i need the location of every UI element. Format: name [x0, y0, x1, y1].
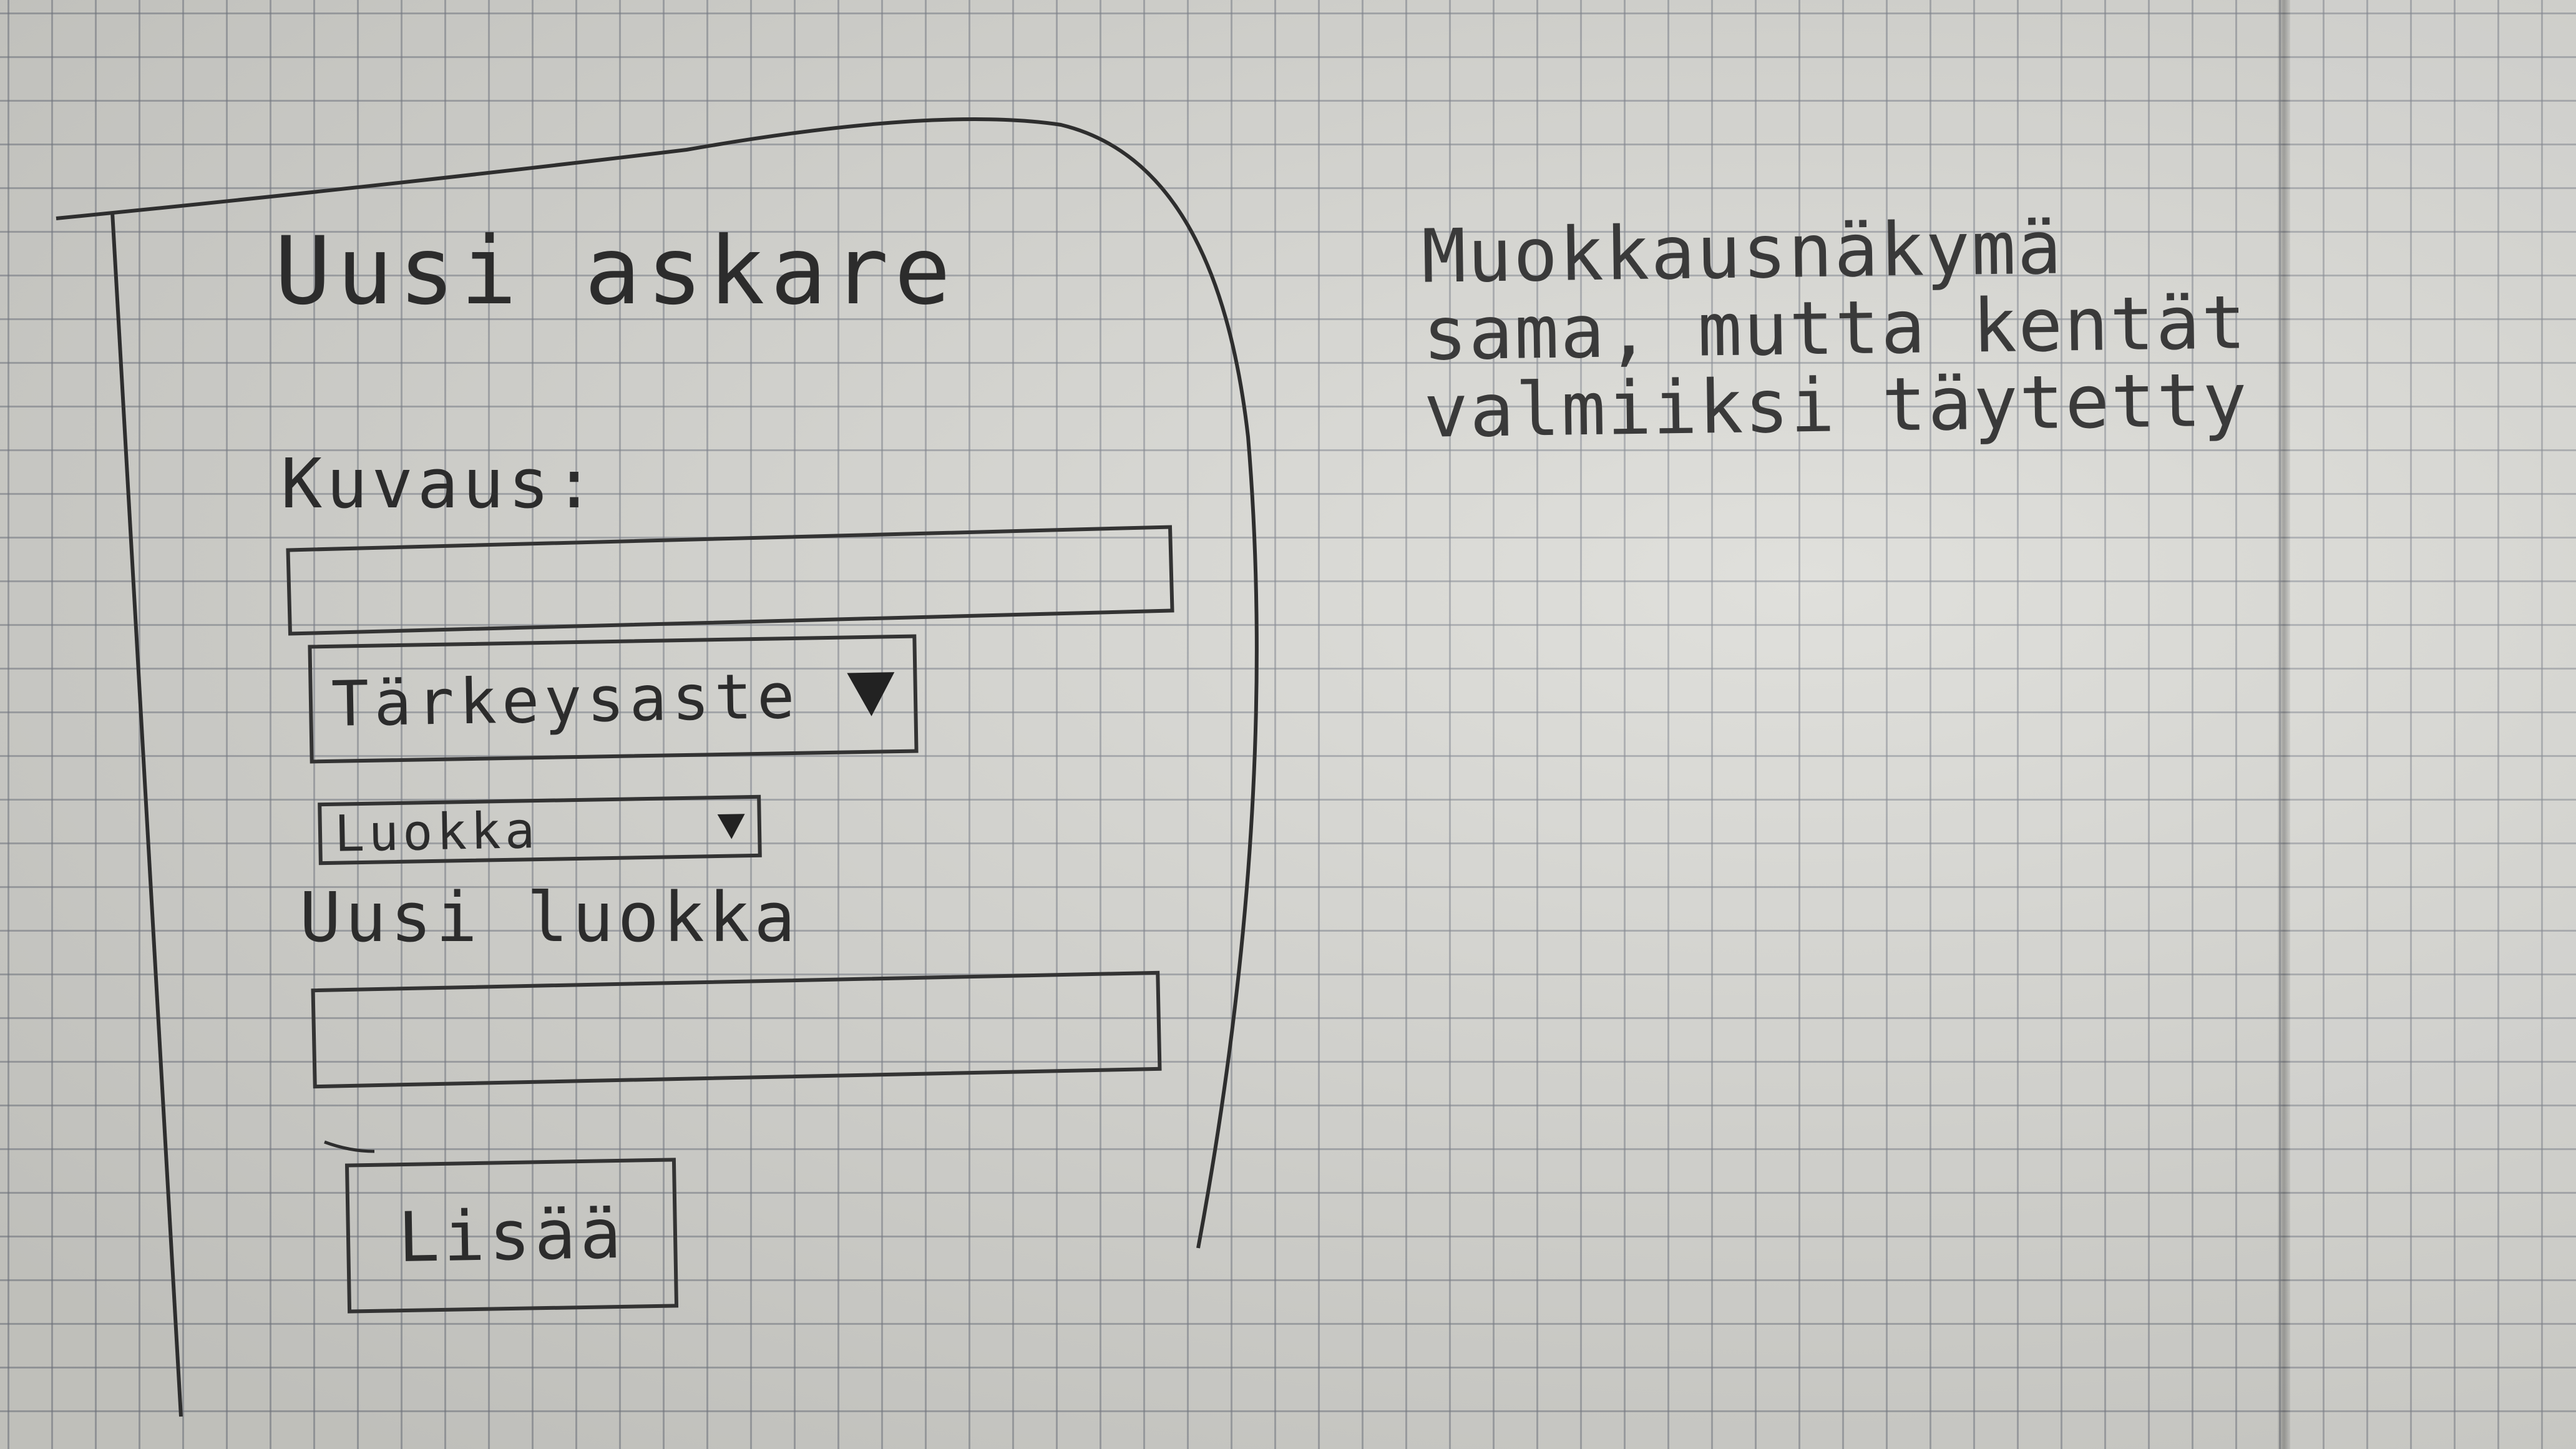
- lisaa-button[interactable]: Lisää: [344, 1158, 679, 1314]
- tarkeysaste-dropdown[interactable]: Tärkeysaste: [308, 634, 919, 764]
- notebook-right-page: [2290, 0, 2576, 1449]
- uusi-luokka-input[interactable]: [311, 970, 1162, 1089]
- triangle-down-icon: [847, 672, 895, 717]
- kuvaus-label: Kuvaus:: [281, 444, 599, 524]
- luokka-label: Luokka: [334, 801, 540, 863]
- note-line: valmiiksi täytetty: [1423, 356, 2249, 454]
- tarkeysaste-label: Tärkeysaste: [331, 659, 801, 741]
- page-title: Uusi askare: [275, 217, 957, 326]
- annotation-note: Muokkausnäkymä sama, mutta kentät valmii…: [1421, 204, 2298, 454]
- uusi-luokka-label: Uusi luokka: [300, 877, 800, 957]
- triangle-down-icon: [717, 814, 746, 840]
- luokka-dropdown[interactable]: Luokka: [318, 794, 762, 866]
- notebook-gutter: [2278, 0, 2290, 1449]
